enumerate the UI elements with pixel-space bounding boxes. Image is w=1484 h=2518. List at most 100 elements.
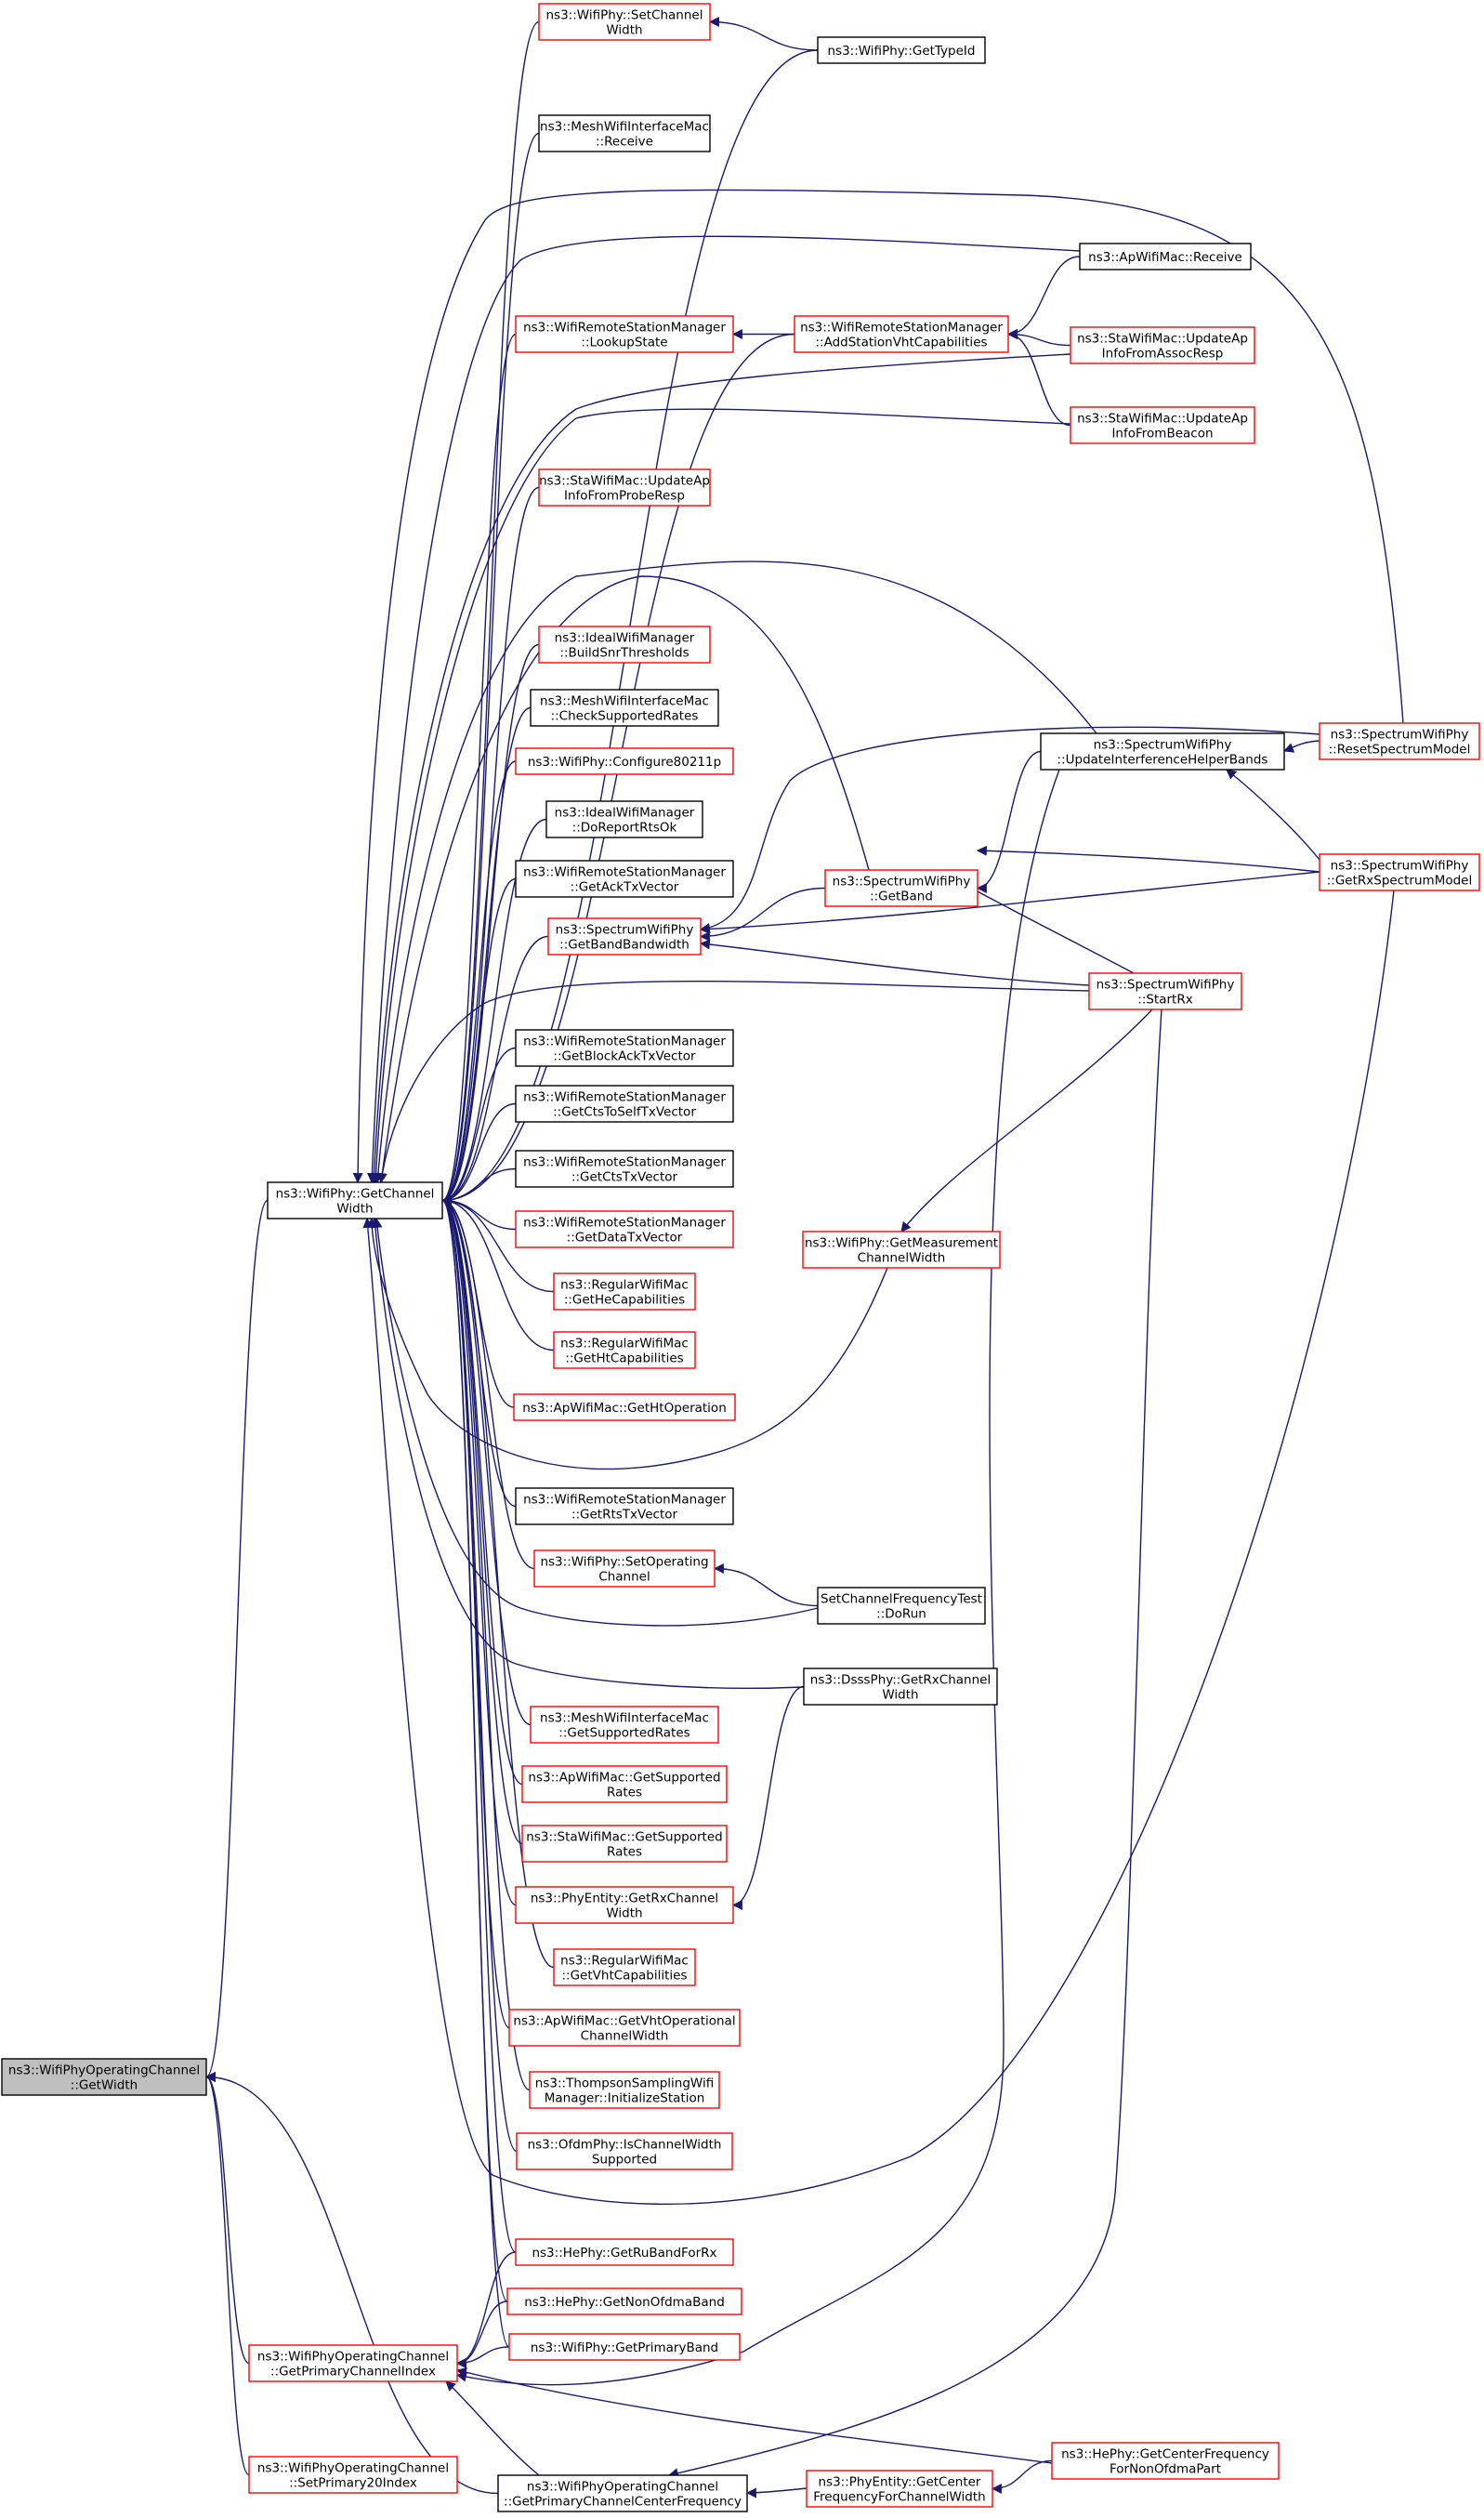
edge-wrsm_ctss-to-getcw (440, 1102, 517, 1206)
node-ap-htop[interactable]: ns3::ApWifiMac::GetHtOperation (513, 1393, 736, 1421)
node-box (538, 626, 711, 664)
node-he-gcf[interactable]: ns3::HePhy::GetCenterFrequencyForNonOfdm… (1051, 2442, 1280, 2480)
node-wrsm-rts[interactable]: ns3::WifiRemoteStationManager::GetRtsTxV… (515, 1487, 734, 1525)
node-sta-probe[interactable]: ns3::StaWifiMac::UpdateApInfoFromProbeRe… (538, 468, 711, 507)
node-box (515, 747, 734, 775)
node-label-line: ns3::WifiRemoteStationManager (523, 865, 726, 880)
node-label-line: ::GetPrimaryChannelIndex (270, 2365, 436, 2380)
node-box (545, 800, 703, 838)
node-box (521, 1765, 728, 1803)
node-he-rub[interactable]: ns3::HePhy::GetRuBandForRx (515, 2238, 734, 2266)
node-wrsm-back[interactable]: ns3::WifiRemoteStationManager::GetBlockA… (515, 1029, 734, 1067)
node-ideal-drr[interactable]: ns3::IdealWifiManager::DoReportRtsOk (545, 800, 703, 838)
node-gpci[interactable]: ns3::WifiPhyOperatingChannel::GetPrimary… (248, 2344, 458, 2382)
node-box (515, 1085, 734, 1123)
node-label-line: ns3::DsssPhy::GetRxChannel (810, 1673, 991, 1688)
edge-rwm_ht-to-getcw (440, 1195, 555, 1351)
edge-dsss_grxcw-to-getcw (370, 1217, 805, 1689)
node-label-line: ns3::WifiPhy::SetOperating (540, 1555, 708, 1570)
edge-wp_typeid-to-setcw (708, 17, 819, 51)
node-label-line: ::GetPrimaryChannelCenterFrequency (504, 2495, 742, 2510)
node-pe-gcf[interactable]: ns3::PhyEntity::GetCenterFrequencyForCha… (806, 2470, 993, 2508)
node-label-line: ns3::StaWifiMac::UpdateAp (539, 474, 710, 489)
node-label-line: ::GetRxSpectrumModel (1327, 874, 1472, 889)
node-label-line: ns3::WifiPhyOperatingChannel (527, 2480, 718, 2495)
node-ideal-bst[interactable]: ns3::IdealWifiManager::BuildSnrThreshold… (538, 626, 711, 664)
node-swp-startrx[interactable]: ns3::SpectrumWifiPhy::StartRx (1088, 972, 1242, 1010)
node-box (1088, 972, 1242, 1010)
edge-mwim_gsr-to-getcw (440, 1195, 532, 1726)
node-box (508, 2333, 741, 2361)
node-wrsm-data[interactable]: ns3::WifiRemoteStationManager::GetDataTx… (515, 1210, 734, 1248)
node-box (803, 1668, 998, 1706)
node-sta-assoc[interactable]: ns3::StaWifiMac::UpdateApInfoFromAssocRe… (1070, 326, 1255, 364)
node-label-line: Width (336, 1202, 373, 1217)
node-box (515, 860, 734, 898)
node-label-line: ::CheckSupportedRates (551, 709, 699, 724)
node-wrsm-ls[interactable]: ns3::WifiRemoteStationManager::LookupSta… (515, 315, 734, 353)
node-label-line: ns3::ApWifiMac::GetVhtOperational (513, 2014, 735, 2029)
node-label-line: ::UpdateInterferenceHelperBands (1057, 753, 1268, 768)
node-swp-rsm[interactable]: ns3::SpectrumWifiPhy::ResetSpectrumModel (1319, 722, 1480, 760)
edge-wrsm_back-to-getcw (440, 1047, 517, 1206)
node-rwm-ht[interactable]: ns3::RegularWifiMac::GetHtCapabilities (553, 1331, 696, 1369)
node-gpccf[interactable]: ns3::WifiPhyOperatingChannel::GetPrimary… (497, 2474, 748, 2512)
node-label-line: ns3::WifiRemoteStationManager (523, 1035, 726, 1049)
edge-swp_rsm-to-swp_uihb (1282, 740, 1320, 753)
node-swp-gbb[interactable]: ns3::SpectrumWifiPhy::GetBandBandwidth (547, 917, 702, 956)
node-label-line: ns3::MeshWifiInterfaceMac (540, 1711, 709, 1726)
edge-mwim_recv-to-getcw (440, 132, 540, 1206)
node-focus[interactable]: ns3::WifiPhyOperatingChannel::GetWidth (1, 2058, 207, 2096)
node-rwm-he[interactable]: ns3::RegularWifiMac::GetHeCapabilities (553, 1272, 696, 1311)
node-wrsm-ctss[interactable]: ns3::WifiRemoteStationManager::GetCtsToS… (515, 1085, 734, 1123)
node-label-line: ::AddStationVhtCapabilities (815, 336, 987, 350)
edge-wp_gmcw-to-getcw (366, 1217, 888, 1470)
node-swp-grxsm[interactable]: ns3::SpectrumWifiPhy::GetRxSpectrumModel (1319, 853, 1480, 891)
node-box (1319, 853, 1480, 891)
node-sp20[interactable]: ns3::WifiPhyOperatingChannel::SetPrimary… (248, 2456, 458, 2494)
node-wp-gpb[interactable]: ns3::WifiPhy::GetPrimaryBand (508, 2333, 741, 2361)
node-box (553, 1331, 696, 1369)
node-ap-recv[interactable]: ns3::ApWifiMac::Receive (1079, 243, 1252, 270)
node-sta-gsr[interactable]: ns3::StaWifiMac::GetSupportedRates (521, 1825, 728, 1863)
edge-wp_gpb-to-gpci (455, 2346, 510, 2368)
node-label-line: InfoFromAssocResp (1102, 347, 1224, 362)
node-swp-gb[interactable]: ns3::SpectrumWifiPhy::GetBand (824, 869, 978, 907)
node-cfg80211p[interactable]: ns3::WifiPhy::Configure80211p (515, 747, 734, 775)
node-label-line: ns3::SpectrumWifiPhy (833, 875, 971, 890)
node-wrsm-cts[interactable]: ns3::WifiRemoteStationManager::GetCtsTxV… (515, 1150, 734, 1188)
node-wp-typeid[interactable]: ns3::WifiPhy::GetTypeId (817, 36, 986, 64)
node-tsw-init[interactable]: ns3::ThompsonSamplingWifiManager::Initia… (529, 2071, 720, 2109)
edge-setcw-to-getcw (440, 20, 540, 1206)
edge-swp_rsm-to-getcw (352, 189, 1404, 1184)
node-label-line: ChannelWidth (858, 1251, 946, 1266)
node-label-line: ::GetCtsTxVector (571, 1170, 678, 1185)
edge-gpccf-to-focus (204, 2072, 499, 2495)
node-mwim-gsr[interactable]: ns3::MeshWifiInterfaceMac::GetSupportedR… (530, 1706, 719, 1744)
edge-sta_assoc-to-wrsm_asvc (1006, 329, 1071, 347)
edge-sta_assoc-to-getcw (368, 353, 1071, 1184)
node-rwm-vht[interactable]: ns3::RegularWifiMac::GetVhtCapabilities (553, 1948, 696, 1986)
node-box (1070, 326, 1255, 364)
node-scft-dorun[interactable]: SetChannelFrequencyTest::DoRun (817, 1587, 986, 1625)
node-mwim-recv[interactable]: ns3::MeshWifiInterfaceMac::Receive (538, 114, 711, 152)
edge-he_gcf-to-gpci (455, 2366, 1053, 2464)
node-ap-gsr[interactable]: ns3::ApWifiMac::GetSupportedRates (521, 1765, 728, 1803)
node-label-line: ns3::SpectrumWifiPhy (1094, 738, 1232, 753)
node-swp-uihb[interactable]: ns3::SpectrumWifiPhy::UpdateInterference… (1040, 732, 1285, 771)
node-wrsm-ack[interactable]: ns3::WifiRemoteStationManager::GetAckTxV… (515, 860, 734, 898)
node-mwim-csr[interactable]: ns3::MeshWifiInterfaceMac::CheckSupporte… (530, 689, 719, 727)
node-label-line: Supported (592, 2153, 657, 2168)
node-he-nonofdma[interactable]: ns3::HePhy::GetNonOfdmaBand (506, 2287, 742, 2315)
node-ap-vhtop[interactable]: ns3::ApWifiMac::GetVhtOperationalChannel… (508, 2009, 741, 2047)
node-wrsm-asvc[interactable]: ns3::WifiRemoteStationManager::AddStatio… (794, 315, 1009, 353)
node-label-line: ::GetHeCapabilities (564, 1293, 685, 1308)
